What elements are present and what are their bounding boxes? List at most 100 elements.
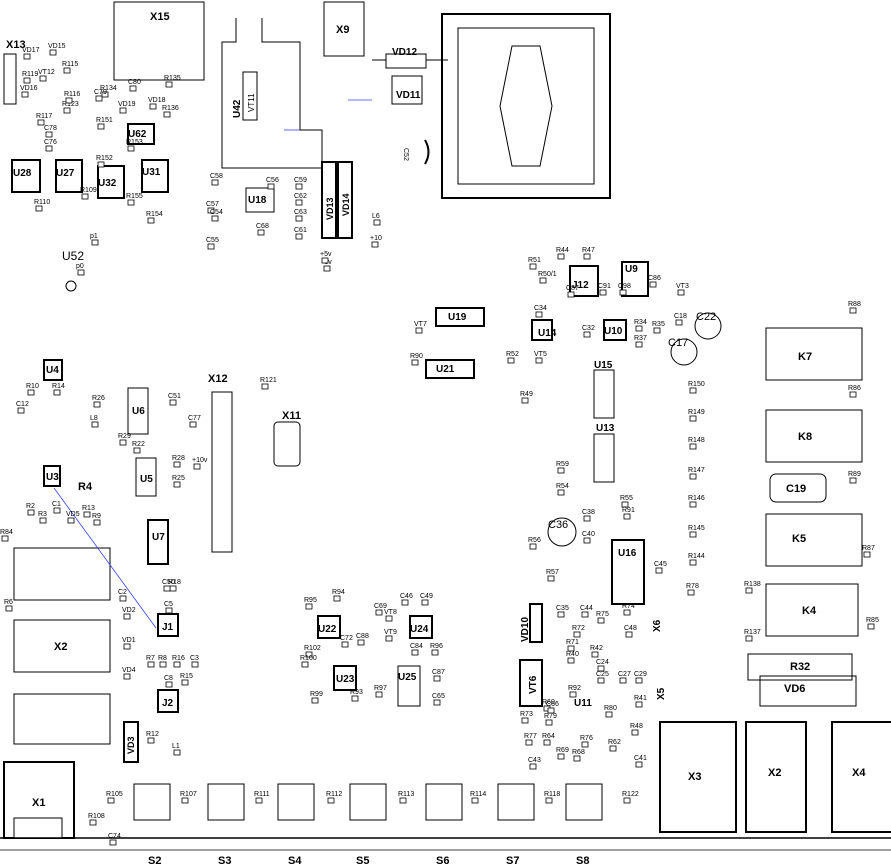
smd-pad [609,745,617,752]
smd-pad [261,383,269,390]
part-label: X4 [852,767,866,779]
capacitor-c52-arc [424,139,430,165]
component-ref-label: R2 [26,503,35,510]
smd-pad [129,85,137,92]
smd-pad [323,265,331,272]
component-ref-label: C76 [44,139,57,146]
part-label: X6 [652,619,663,632]
component-ref-label: R89 [848,471,861,478]
smd-pad [689,415,697,422]
smd-pad [295,233,303,240]
component-ref-label: R54 [556,483,569,490]
component-ref-label: C45 [654,561,667,568]
smd-pad [23,53,31,60]
smd-pad [557,253,565,260]
component-ref-label: C43 [528,757,541,764]
part-label: U15 [594,360,613,371]
smd-pad [605,711,613,718]
smd-pad [67,517,75,524]
smd-pad [27,509,35,516]
connector-left-middle [13,619,111,673]
component-ref-label: R76 [580,735,593,742]
smd-pad [421,599,429,606]
capacitor-c19-outline [769,473,827,503]
switch-s7-outline [497,783,535,821]
component-ref-label: C61 [294,227,307,234]
component-ref-label: R114 [470,791,486,798]
component-ref-label: R85 [866,617,879,624]
component-ref-label: C72 [340,635,353,642]
component-ref-label: R91 [622,507,635,514]
part-label: U21 [436,364,455,375]
connector-left-lower [13,693,111,745]
smd-pad [543,739,551,746]
component-ref-label: R110 [34,199,50,206]
component-ref-label: R13 [82,505,95,512]
component-ref-label: R134 [100,85,117,92]
smd-pad [89,819,97,826]
ic-u15-outline [593,369,615,419]
smd-pad [173,749,181,756]
smd-pad [127,145,135,152]
connector-left-upper [13,547,111,601]
part-label: VD11 [396,90,421,101]
smd-pad [127,199,135,206]
connector-x2-outline [745,721,807,833]
smd-pad [545,797,553,804]
component-ref-label: R146 [688,495,705,502]
smd-pad [623,513,631,520]
part-label: J2 [162,698,174,709]
component-ref-label: R3 [38,511,47,518]
connector-x3-outline [659,721,737,833]
component-ref-label: C44 [580,605,593,612]
component-ref-label: R88 [848,301,861,308]
part-label: K7 [798,351,812,363]
smd-pad [207,243,215,250]
smd-pad [53,389,61,396]
smd-pad [653,327,661,334]
part-label: C52 [402,148,409,161]
component-ref-label: C62 [294,193,307,200]
component-ref-label: R135 [164,75,181,82]
part-label: C19 [786,483,806,495]
smd-pad [625,631,633,638]
part-label: U24 [410,624,429,635]
component-ref-label: C77 [188,415,201,422]
component-ref-label: C32 [582,325,595,332]
ic-u5-outline [135,457,157,497]
component-ref-label: R119 [22,71,38,78]
smd-pad [97,123,105,130]
smd-pad [599,289,607,296]
smd-pad [567,657,575,664]
capacitor-c22-outline [694,312,722,340]
smd-pad [573,755,581,762]
smd-pad [119,107,127,114]
smd-pad [521,397,529,404]
part-label: U62 [128,129,147,140]
ic-u6-outline [127,387,149,435]
component-ref-label: R51 [528,257,541,264]
component-ref-label: C63 [294,209,307,216]
component-ref-label: R105 [106,791,123,798]
smd-pad [677,289,685,296]
diode-vd12-body [385,53,427,69]
connector-x15-outline [113,1,205,81]
component-ref-label: R72 [572,625,585,632]
smd-pad [63,107,71,114]
smd-pad [305,651,313,658]
component-ref-label: R87 [862,545,875,552]
diode-vd14-outline [337,161,353,239]
smd-pad [471,797,479,804]
component-ref-label: R115 [62,61,78,68]
part-label: U28 [13,168,32,179]
component-ref-label: R50/1 [538,271,557,278]
smd-pad [863,551,871,558]
smd-pad [411,649,419,656]
part-label: VT6 [528,675,539,694]
fiducial-mark [65,280,77,292]
smd-pad [123,673,131,680]
smd-pad [557,467,565,474]
transformer-outline [441,13,611,199]
ic-u14-outline [531,319,553,341]
component-ref-label: C8 [164,675,173,682]
